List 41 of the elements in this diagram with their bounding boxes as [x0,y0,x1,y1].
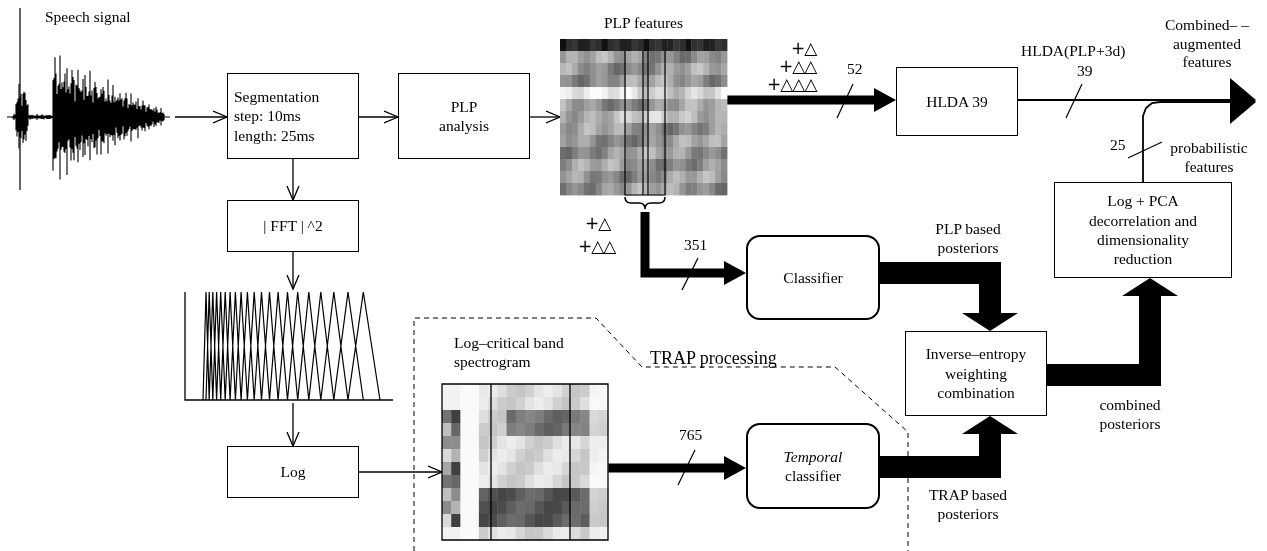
edge-label: combined posteriors [1098,396,1162,434]
process-box: Log [227,446,359,498]
region-title: TRAP processing [650,348,777,370]
picture-title: Log–critical band spectrogram [454,334,565,372]
arrow [727,88,896,112]
annotation-text: probabilistic features [1169,139,1249,177]
process-box: PLP analysis [398,73,530,159]
arrow [529,110,561,124]
arrow [174,110,228,124]
arrow [286,158,300,201]
block-arrow [880,262,1018,331]
edge-label: 25 [1110,136,1126,155]
delta-label: +△ [791,40,817,57]
picture-title: Speech signal [45,8,131,27]
process-box: | FFT | ^2 [227,200,359,252]
arrow [286,251,300,290]
process-box: Inverse–entropy weighting combination [905,331,1047,416]
block-arrow [1047,278,1178,386]
delta-label: +△△△ [767,76,817,93]
edge-label: 765 [679,426,703,445]
arrow [608,456,746,480]
block-arrow [880,416,1018,478]
edge-label: PLP based posteriors [934,220,1002,258]
classifier-box: Temporal classifier [746,423,880,509]
arrow [358,465,443,479]
edge-label: 52 [847,60,863,79]
edge-label: 351 [684,236,708,255]
arrow [286,402,300,447]
delta-label: +△△ [779,58,817,75]
arrow [358,110,399,124]
delta-label: +△△ [578,238,616,255]
edge-label: TRAP based posteriors [927,486,1009,524]
arrow [640,212,746,285]
process-box: Segmentation step: 10ms length: 25ms [227,73,359,159]
annotation-text: HLDA(PLP+3d) [1021,42,1126,61]
classifier-box: Classifier [746,235,880,320]
picture-title: PLP features [602,14,685,33]
process-box: HLDA 39 [896,67,1018,136]
process-box: Log + PCA decorrelation and dimensionality reduction [1054,182,1232,278]
edge-label: 39 [1077,62,1093,81]
annotation-text: Combined– –augmented features [1164,16,1250,72]
